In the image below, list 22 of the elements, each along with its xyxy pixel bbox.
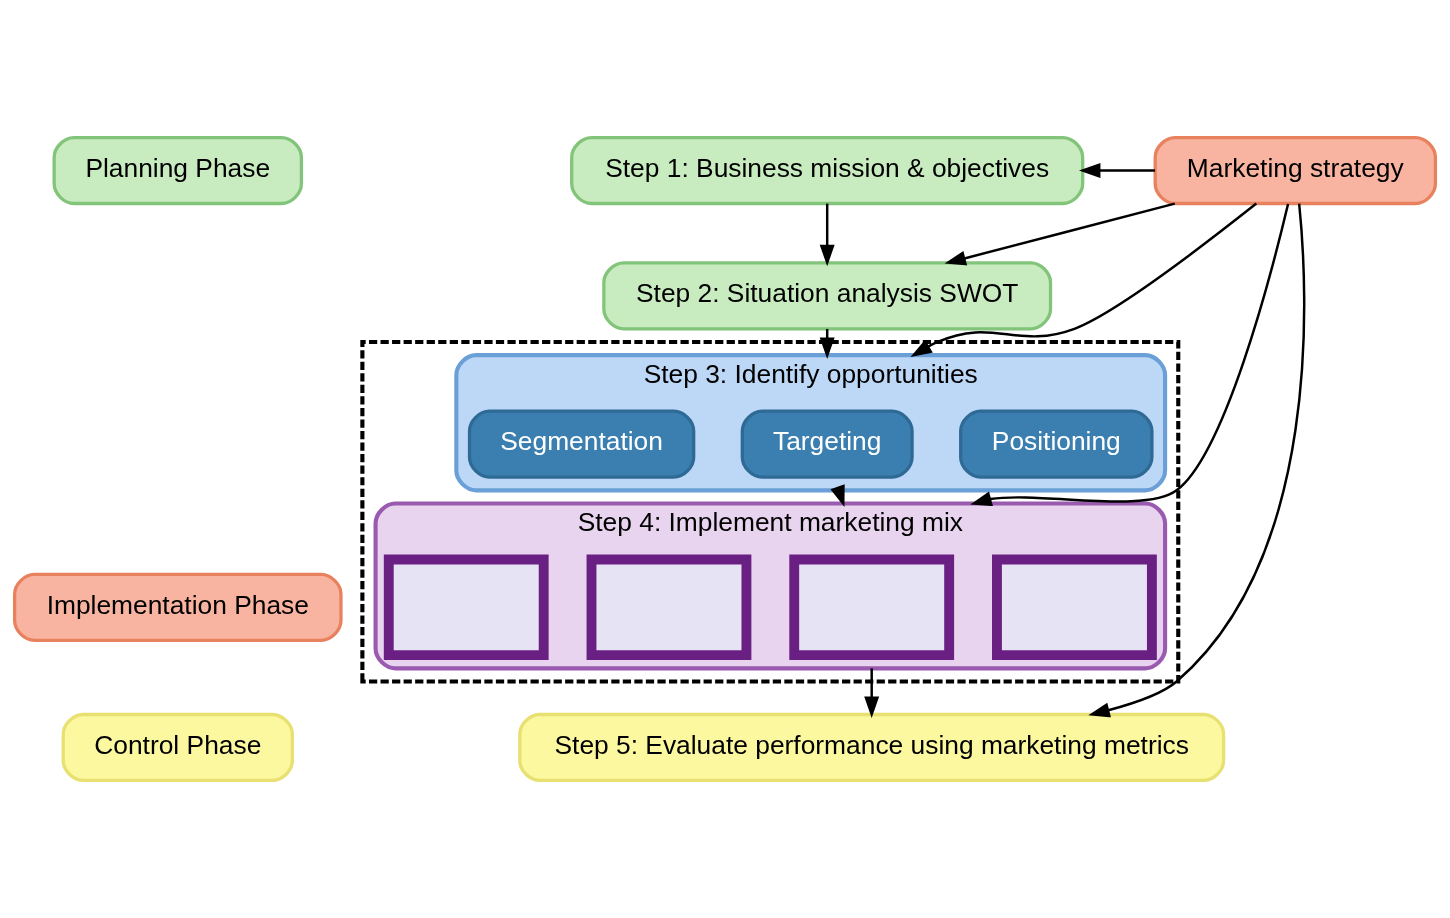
arrow <box>1088 203 1306 718</box>
node-box: Segmentation <box>467 409 696 479</box>
node-box <box>789 554 955 661</box>
arrow <box>864 668 880 718</box>
node-box: Marketing strategy <box>1153 135 1438 206</box>
node-box: Step 1: Business mission & objectives <box>570 135 1085 206</box>
arrow <box>910 202 1258 358</box>
node-box: Targeting <box>740 409 914 479</box>
node-box <box>992 554 1157 661</box>
node-box <box>586 554 752 661</box>
cluster: Step 4: Implement marketing mix <box>373 501 1168 671</box>
node-box: Step 5: Evaluate performance using marketing metrics <box>518 712 1226 783</box>
node-box: Planning Phase <box>52 135 304 206</box>
node-box <box>383 554 549 661</box>
arrow <box>944 202 1176 266</box>
arrow <box>970 203 1290 507</box>
node-box: Implementation Phase <box>12 572 343 642</box>
node-box: Positioning <box>959 409 1154 479</box>
node-box: Control Phase <box>61 712 294 783</box>
arrow <box>819 203 835 267</box>
arrow <box>1079 163 1155 179</box>
node-box: Step 2: Situation analysis SWOT <box>602 261 1053 331</box>
